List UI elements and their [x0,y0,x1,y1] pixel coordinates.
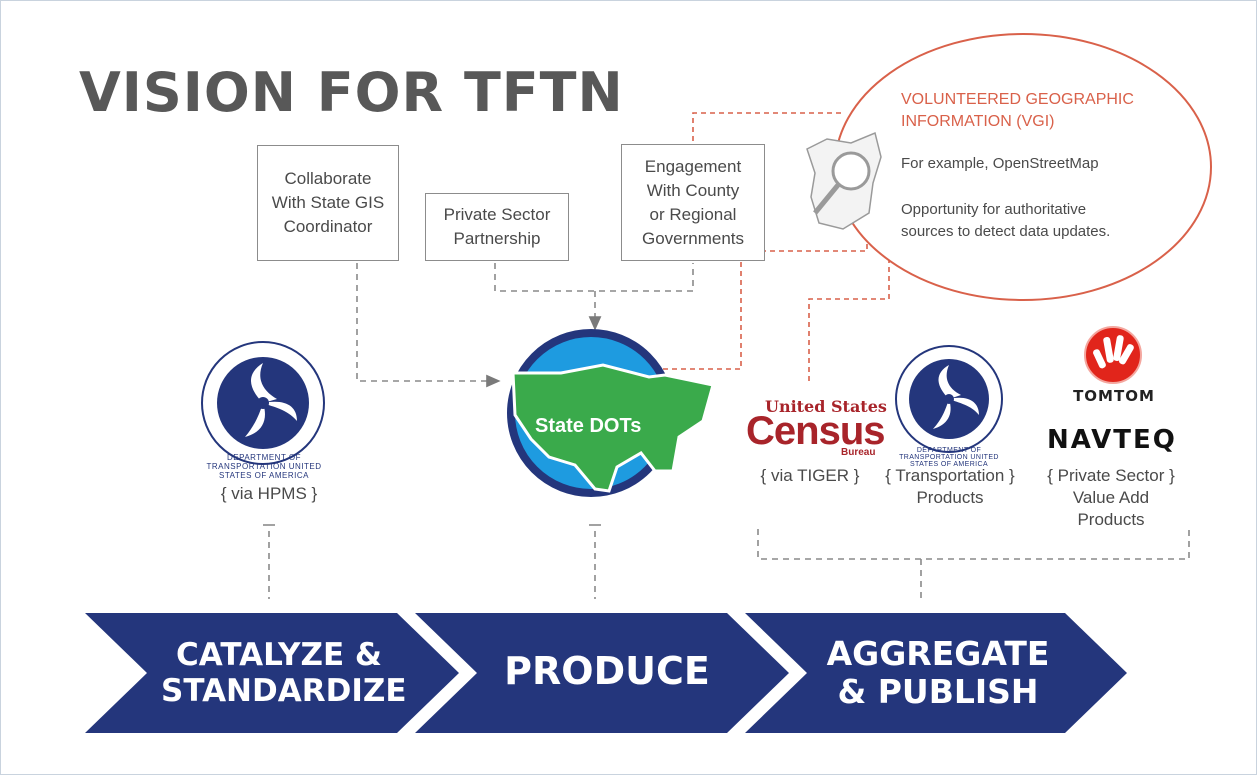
state-dots-label: State DOTs [535,415,642,437]
connector-private [494,263,694,292]
caption-hpms: { via HPMS } [220,484,318,503]
engagement-text: Engagement With County or Regional Gover… [641,156,745,248]
private-sector-box: Private Sector Partnership [425,193,569,261]
census-logo-bureau: Bureau [841,447,876,458]
map-search-icon [806,131,882,230]
tomtom-logo [1084,326,1142,384]
bracket-aggregate [757,529,1190,560]
census-logo-top: United States [765,397,887,416]
vgi-opportunity: Opportunity for authoritative sources to… [901,201,1111,240]
page-title: VISION FOR TFTN [79,61,624,124]
produce-arrow-shape [415,613,789,733]
tomtom-wordmark: TOMTOM [1073,387,1155,405]
dot-seal-text-right: DEPARTMENT OF TRANSPORTATION UNITED STAT… [899,447,999,468]
caption-private-sector: { Private Sector } Value Add Products [1047,466,1175,529]
collaborate-text: Collaborate With State GIS Coordinator [271,169,385,236]
caption-transportation: { Transportation } Products [885,466,1015,507]
navteq-wordmark: NAVTEQ [1047,425,1177,455]
dot-seal-ring-left [201,341,325,465]
connector-collaborate [356,263,501,388]
engagement-box: Engagement With County or Regional Gover… [621,144,765,261]
vgi-line-top [692,112,843,141]
dot-seal-text-left: DEPARTMENT OF TRANSPORTATION UNITED STAT… [206,453,322,480]
vgi-example: For example, OpenStreetMap [901,155,1099,172]
caption-tiger: { via TIGER } [760,466,860,485]
collaborate-box: Collaborate With State GIS Coordinator [257,145,399,261]
vgi-line-census [808,253,890,381]
vgi-line-state [663,237,868,370]
aggregate-label: AGGREGATE & PUBLISH [826,634,1050,711]
private-sector-text: Private Sector Partnership [443,205,551,248]
catalyze-label: CATALYZE & STANDARDIZE [161,637,407,709]
aggregate-arrow-shape [745,613,1127,733]
census-logo-main: Census [746,409,885,453]
vgi-heading: VOLUNTEERED GEOGRAPHIC INFORMATION (VGI) [901,91,1134,130]
dot-seal-ring-right [895,345,1003,453]
catalyze-arrow-shape [85,613,459,733]
produce-label: PRODUCE [504,649,710,693]
state-dots-globe [507,329,715,497]
